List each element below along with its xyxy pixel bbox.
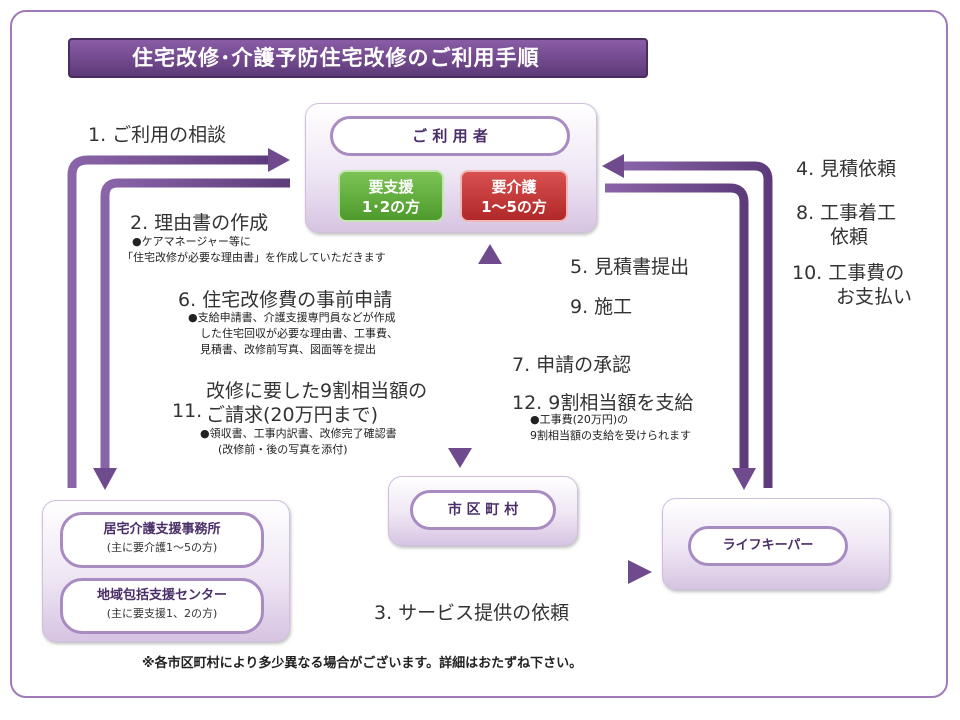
support-badge-line2: 1･2の方 xyxy=(361,198,421,216)
step-12-note-1: ●工事費(20万円)の xyxy=(530,413,629,426)
user-label: ご 利 用 者 xyxy=(330,116,570,156)
step-12-label: 12. 9割相当額を支給 xyxy=(512,392,694,414)
arrowhead-service-request xyxy=(628,560,652,584)
step-2-note-1: ●ケアマネージャー等に xyxy=(132,235,251,248)
arrowhead-apply xyxy=(448,448,472,468)
step-6-note-2: した住宅回収が必要な理由書、工事費、 xyxy=(200,327,398,340)
step-8-line-1: 8. 工事着工 xyxy=(796,202,897,224)
care-badge-line2: 1～5の方 xyxy=(481,198,547,216)
step-12-note-2: 9割相当額の支給を受けられます xyxy=(530,429,691,442)
step-11-note-2: (改修前・後の写真を添付) xyxy=(218,443,348,456)
step-9-label: 9. 施工 xyxy=(570,296,633,318)
step-10-line-1: 10. 工事費の xyxy=(792,262,905,284)
step-11-line-2: ご請求(20万円まで) xyxy=(206,404,379,426)
arrow-to-lifekeeper xyxy=(605,183,749,470)
arrow-reason xyxy=(100,178,290,470)
support-badge: 要支援 1･2の方 xyxy=(338,170,444,222)
step-6-note-3: 見積書、改修前写真、図面等を提出 xyxy=(200,343,376,356)
support-center-label: 地域包括支援センター xyxy=(96,588,227,603)
support-center-sub: (主に要支援1、2の方) xyxy=(106,607,218,620)
arrowhead-approve xyxy=(478,244,502,264)
diagram-frame xyxy=(10,10,948,698)
arrowhead-to-lifekeeper xyxy=(732,468,756,490)
step-7-label: 7. 申請の承認 xyxy=(512,354,632,376)
step-4-label: 4. 見積依頼 xyxy=(796,158,897,180)
care-office-pill: 居宅介護支援事務所 (主に要介護1～5の方) xyxy=(60,512,264,568)
step-2-label: 2. 理由書の作成 xyxy=(130,212,269,234)
step-6-label: 6. 住宅改修費の事前申請 xyxy=(178,289,393,311)
arrowhead-reason xyxy=(93,468,117,490)
care-badge: 要介護 1～5の方 xyxy=(460,170,568,222)
city-label: 市 区 町 村 xyxy=(410,490,556,530)
care-office-sub: (主に要介護1～5の方) xyxy=(106,541,218,554)
step-8-line-2: 依頼 xyxy=(830,226,869,248)
arrowhead-from-lifekeeper xyxy=(602,154,624,178)
footer-note: ※各市区町村により多少異なる場合がございます。詳細はおたずね下さい。 xyxy=(142,656,583,671)
arrow-consult xyxy=(67,155,270,488)
step-5-label: 5. 見積書提出 xyxy=(570,256,690,278)
support-badge-line1: 要支援 xyxy=(368,178,414,196)
care-badge-line1: 要介護 xyxy=(491,178,537,196)
step-11-line-1: 改修に要した9割相当額の xyxy=(206,380,428,402)
page-title: 住宅改修･介護予防住宅改修のご利用手順 xyxy=(68,38,648,78)
arrow-from-lifekeeper xyxy=(622,161,773,488)
step-11-number: 11. xyxy=(172,400,203,422)
step-3-label: 3. サービス提供の依頼 xyxy=(374,602,570,624)
step-1-label: 1. ご利用の相談 xyxy=(88,124,227,146)
step-11-note-1: ●領収書、工事内訳書、改修完了確認書 xyxy=(200,427,397,440)
step-10-line-2: お支払い xyxy=(836,286,913,308)
lifekeeper-label: ライフキーパー xyxy=(688,526,848,566)
step-6-note-1: ●支給申請書、介護支援専門員などが作成 xyxy=(188,311,396,324)
arrowhead-consult xyxy=(268,148,290,172)
step-2-note-2: 「住宅改修が必要な理由書」を作成していただきます xyxy=(122,251,386,264)
care-office-label: 居宅介護支援事務所 xyxy=(103,522,221,537)
support-center-pill: 地域包括支援センター (主に要支援1、2の方) xyxy=(60,578,264,634)
